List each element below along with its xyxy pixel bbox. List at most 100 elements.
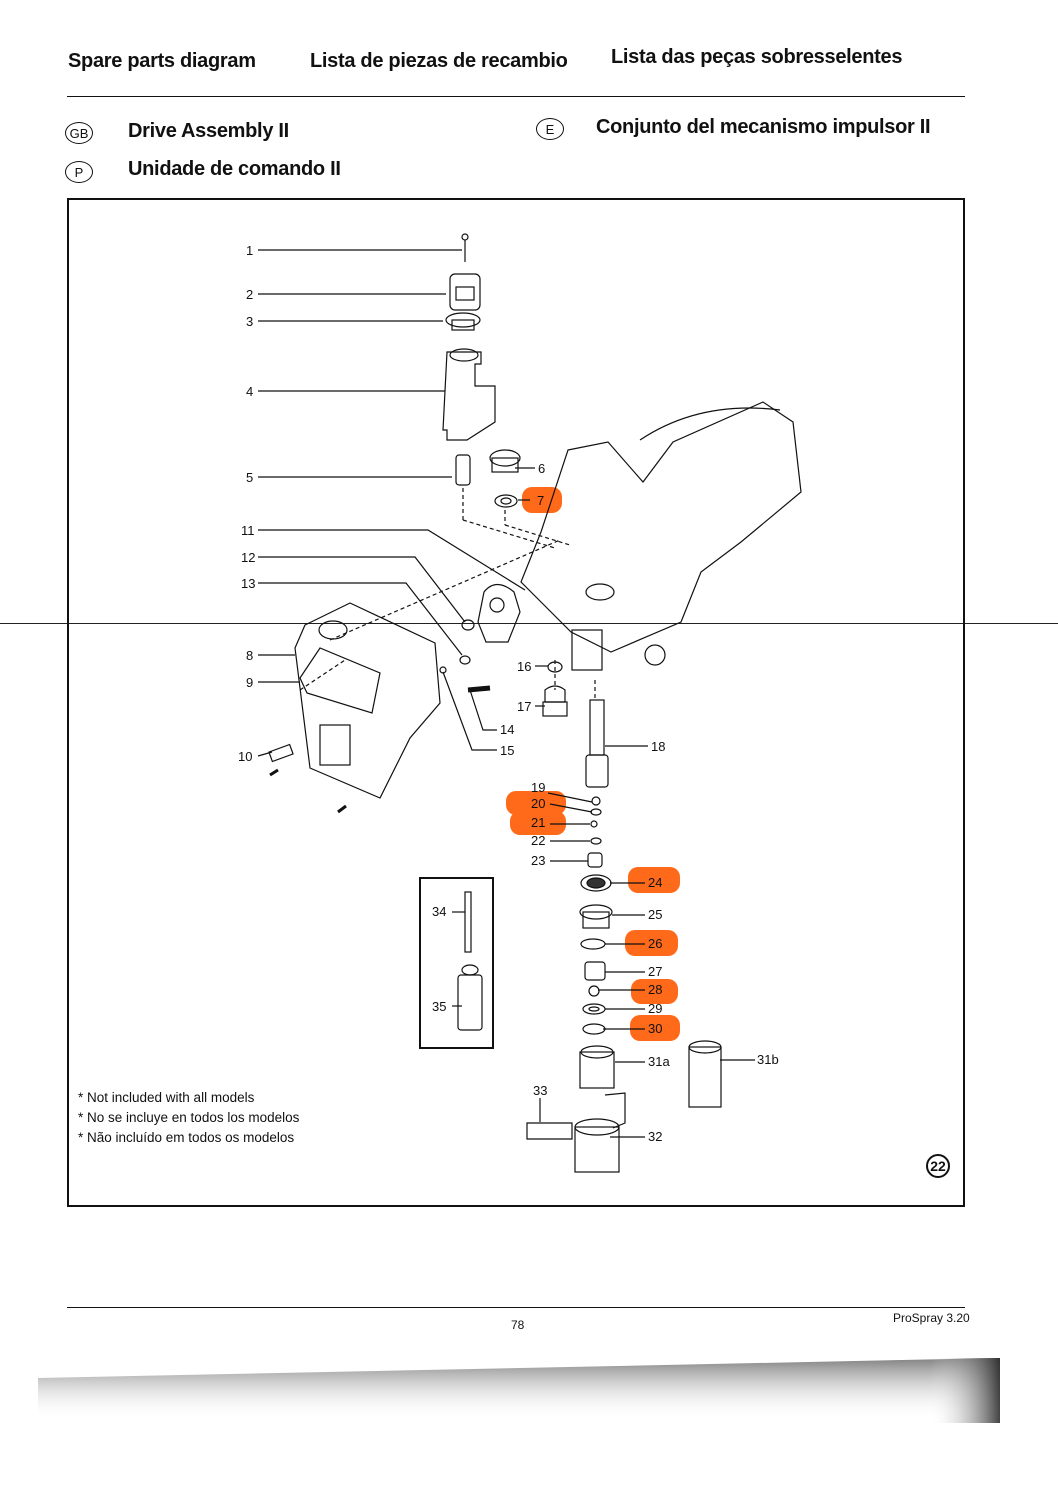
leader-line-12 [258, 556, 466, 623]
header-title-en: Spare parts diagram [68, 50, 256, 72]
part-20 [590, 808, 602, 816]
diagram-frame [67, 198, 965, 1207]
leader-line-11 [258, 529, 526, 591]
part-31a-inlet [579, 1045, 615, 1089]
product-name: ProSpray 3.20 [893, 1311, 970, 1325]
callout-11: 11 [241, 523, 255, 538]
part-4-frame [442, 348, 496, 441]
callout-24: 24 [648, 875, 663, 890]
footnote-not-included-en: * Not included with all models [78, 1090, 255, 1105]
callout-1: 1 [246, 243, 254, 258]
callout-16: 16 [517, 659, 532, 674]
callout-31a: 31a [648, 1054, 670, 1069]
language-badge-e: E [536, 118, 564, 140]
callout-6: 6 [538, 461, 546, 476]
part-24-packing [580, 874, 612, 892]
footer-divider [67, 1307, 965, 1308]
part-14-pin [467, 685, 491, 693]
part-27-cage [584, 961, 606, 981]
part-22 [590, 837, 602, 845]
part-3-gear [445, 312, 481, 331]
part-11-crank [477, 583, 521, 643]
callout-19: 19 [531, 780, 546, 795]
callout-35: 35 [432, 999, 447, 1014]
highlight-26 [625, 930, 678, 956]
callout-7: 7 [537, 493, 545, 508]
leader-line-13 [258, 582, 463, 656]
part-26-oring [580, 938, 606, 950]
part-13-washer [459, 655, 471, 665]
callout-31b: 31b [757, 1052, 779, 1067]
part-33-clip [526, 1122, 573, 1140]
callout-27: 27 [648, 964, 663, 979]
part-34-rod [464, 891, 472, 953]
callout-4: 4 [246, 384, 254, 399]
part-18-piston [585, 699, 609, 788]
highlight-24 [628, 867, 680, 893]
callout-28: 28 [648, 982, 663, 997]
callout-29: 29 [648, 1001, 663, 1016]
part-19 [591, 796, 601, 806]
section-title-gb: Drive Assembly II [128, 120, 289, 142]
part-25-sleeve [579, 904, 613, 929]
part-16-oring [547, 661, 563, 673]
callout-18: 18 [651, 739, 666, 754]
highlight-30 [630, 1015, 680, 1041]
language-badge-gb: GB [65, 122, 93, 144]
part-8-front-cover [294, 602, 441, 799]
callout-15: 15 [500, 743, 515, 758]
callout-12: 12 [241, 550, 256, 565]
footnote-not-included-es: * No se incluye en todos los modelos [78, 1110, 300, 1125]
highlight-21 [510, 811, 566, 835]
figure-number-badge: 22 [926, 1154, 950, 1178]
callout-17: 17 [517, 699, 532, 714]
part-10-fitting [268, 743, 294, 763]
part-35-cylinder [457, 964, 483, 1031]
callout-21: 21 [531, 815, 546, 830]
part-32-housing [574, 1092, 626, 1173]
part-5-valve [455, 454, 471, 486]
callout-25: 25 [648, 907, 663, 922]
callout-3: 3 [246, 314, 254, 329]
part-1-screw [461, 233, 469, 262]
part-15-nut [439, 666, 447, 674]
callout-14: 14 [500, 722, 515, 737]
part-12-washer [461, 619, 475, 631]
leader-line-19 [547, 792, 593, 803]
header-title-es: Lista de piezas de recambio [310, 50, 568, 72]
part-21 [590, 820, 598, 828]
part-17-valve [542, 685, 568, 717]
header-title-pt: Lista das peças sobresselentes [611, 46, 903, 68]
scan-noise-band [38, 1358, 1000, 1423]
part-6-nut [489, 449, 521, 473]
callout-13: 13 [241, 576, 256, 591]
part-30-oring [582, 1023, 606, 1035]
part-31b-inlet [688, 1040, 722, 1108]
main-motor-housing [520, 401, 802, 671]
callout-33: 33 [533, 1083, 548, 1098]
exploded-parts-drawing [257, 233, 802, 1173]
language-badge-p: P [65, 161, 93, 183]
callout-10: 10 [238, 749, 253, 764]
inset-box [419, 877, 494, 1049]
callout-32: 32 [648, 1129, 663, 1144]
part-2-housing [449, 273, 481, 311]
header-divider [67, 96, 965, 97]
page-number: 78 [511, 1318, 525, 1332]
section-title-p: Unidade de comando II [128, 158, 341, 180]
callout-8: 8 [246, 648, 254, 663]
callout-34: 34 [432, 904, 447, 919]
callout-22: 22 [531, 833, 546, 848]
highlight-28 [631, 979, 678, 1004]
section-title-e: Conjunto del mecanismo impulsor II [596, 116, 931, 138]
callout-2: 2 [246, 287, 254, 302]
callout-30: 30 [648, 1021, 663, 1036]
part-28-ball [588, 985, 600, 997]
part-7-seal [494, 494, 518, 508]
footnote-not-included-pt: * Não incluído em todos os modelos [78, 1130, 295, 1145]
callout-20: 20 [531, 796, 546, 811]
scan-fold-line [0, 623, 1058, 624]
leader-line-20 [549, 803, 593, 813]
callout-9: 9 [246, 675, 254, 690]
callout-23: 23 [531, 853, 546, 868]
